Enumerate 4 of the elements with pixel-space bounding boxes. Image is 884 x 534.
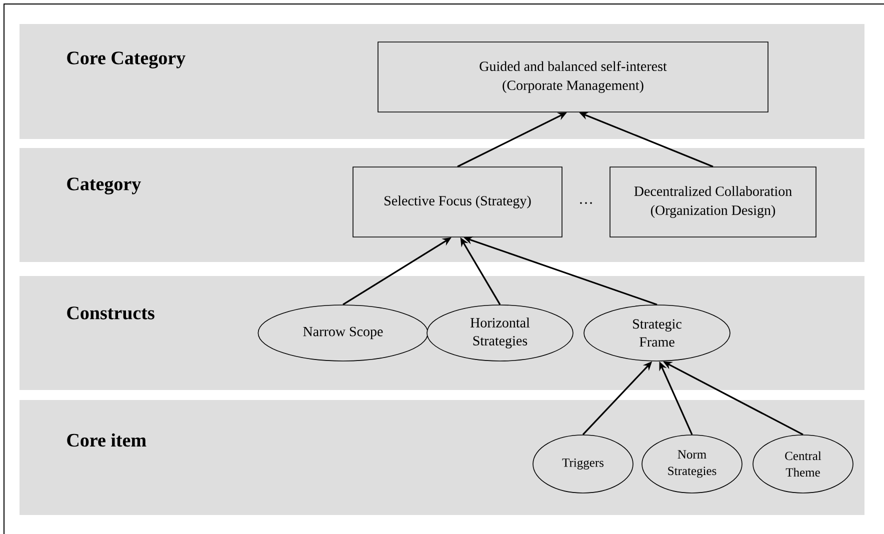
- category-box: Guided and balanced self-interest (Corporate Management): [378, 42, 768, 112]
- category-box: Selective Focus (Strategy): [352, 166, 562, 238]
- ellipsis: …: [580, 202, 592, 204]
- category-box: Decentralized Collaboration (Organization Design): [610, 166, 816, 238]
